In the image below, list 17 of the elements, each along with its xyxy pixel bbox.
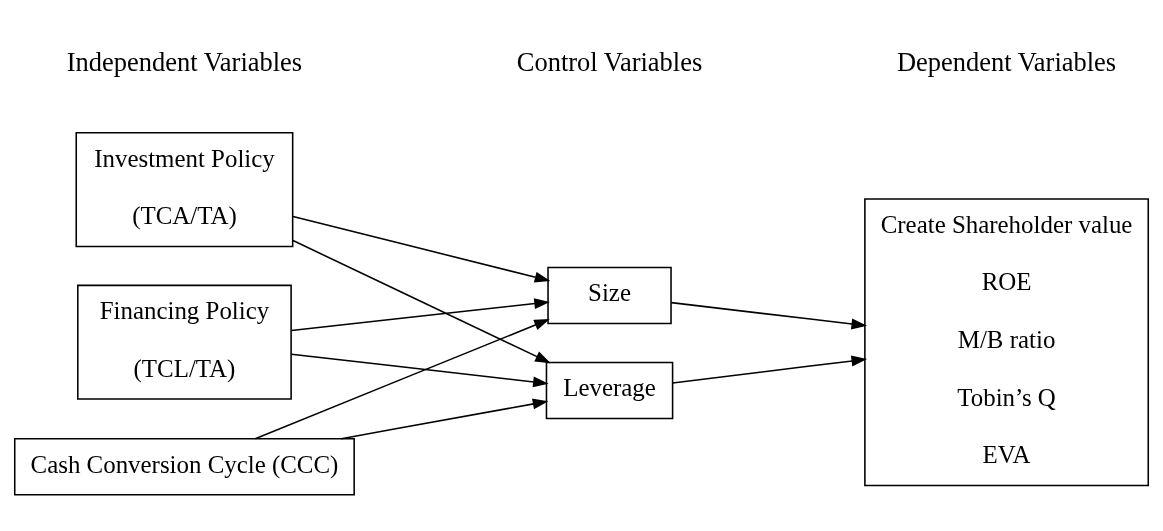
node-box: Cash Conversion Cycle (CCC) [13,437,355,496]
label: Control Variables [516,47,703,78]
label: Dependent Variables [896,47,1117,78]
arrow [292,215,551,283]
arrow [292,239,551,364]
arrow [254,319,550,440]
node-box: Financing Policy (TCL/TA) [77,284,292,400]
arrow [671,355,868,384]
node-box: Investment Policy (TCA/TA) [75,132,294,248]
label: Independent Variables [66,47,303,78]
arrow [290,353,549,388]
node-box: Create Shareholder value ROE M/B ratio Tobin’s Q EVA [864,198,1150,487]
arrow [670,301,868,330]
arrow [340,398,549,440]
node-box: Size [547,266,672,325]
node-box: Leverage [545,361,674,420]
arrow [290,298,550,332]
